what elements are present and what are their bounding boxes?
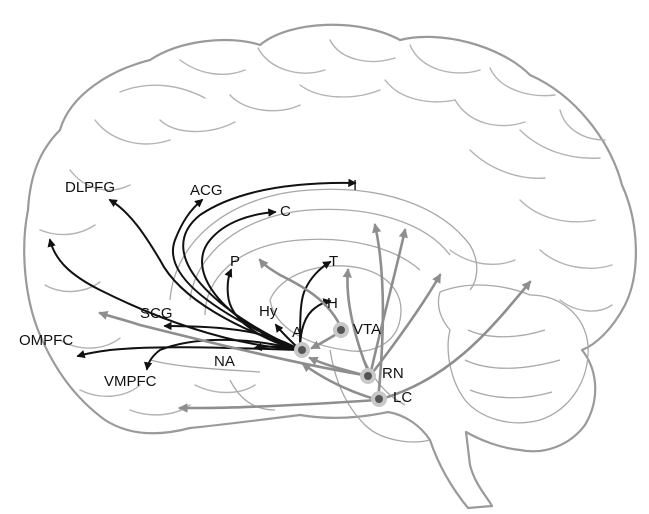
grey-arrow-lc-to-cerebellum: [376, 280, 532, 402]
label-a: A: [292, 324, 302, 341]
label-na: NA: [214, 353, 235, 370]
arrow-to-h: [299, 298, 332, 351]
label-h: H: [327, 295, 338, 312]
label-i: I: [353, 177, 357, 194]
grey-arrow-to-frontal: [178, 398, 380, 413]
label-lc: LC: [393, 389, 412, 406]
grey-arrow-lc-to-top: [372, 223, 385, 402]
dark-projections: [47, 178, 357, 371]
label-dlpfg: DLPFG: [65, 179, 115, 196]
nucleus-vta: [337, 326, 345, 334]
arrow-to-ompfc: [76, 346, 301, 359]
label-scg: SCG: [140, 305, 173, 322]
label-hy: Hy: [259, 303, 278, 320]
nucleus-rn: [364, 372, 372, 380]
label-ompfc: OMPFC: [19, 332, 73, 349]
label-vmpfc: VMPFC: [104, 373, 157, 390]
label-vta: VTA: [353, 321, 381, 338]
arrow-to-p: [224, 268, 301, 351]
label-t: T: [329, 253, 338, 270]
label-acg: ACG: [190, 182, 223, 199]
nucleus-a: [298, 346, 306, 354]
arrow-to-c: [201, 208, 301, 351]
brain-outline: [23, 23, 637, 510]
grey-arrow-vta-to-cingulate: [258, 258, 344, 332]
cortical-gyri: [39, 39, 613, 416]
inner-structures: [149, 188, 589, 443]
grey-arrow-to-front: [98, 310, 372, 378]
label-rn: RN: [382, 365, 404, 382]
grey-arrow-rn-to-tectum: [368, 273, 442, 378]
grey-arrow-lc-to-a: [301, 362, 380, 402]
arrow-to-ompfc-upper: [47, 238, 301, 351]
grey-arrow-rn-to-top: [368, 228, 408, 378]
grey-projections: [98, 223, 532, 413]
label-c: C: [280, 203, 291, 220]
nuclei: [294, 322, 387, 407]
nucleus-lc: [375, 395, 383, 403]
arrow-to-vmpfc: [143, 338, 301, 371]
labels: DLPFG ACG I C P T H Hy SCG A VTA OMPFC N…: [19, 177, 412, 406]
grey-arrow-rn-to-h: [342, 268, 372, 378]
label-p: P: [230, 253, 240, 270]
